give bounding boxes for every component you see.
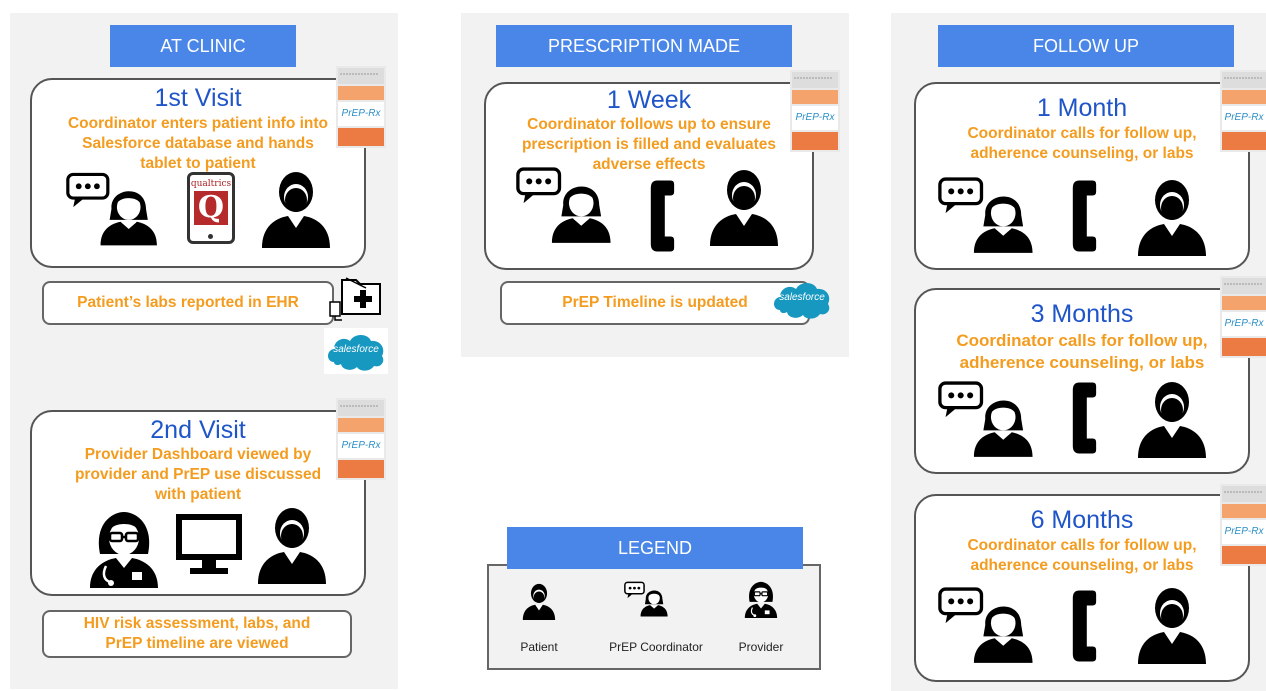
salesforce-cloud-icon [774,283,830,319]
first-visit-card: 1st Visit Coordinator enters patient inf… [30,78,366,268]
patient-icon [704,166,784,246]
coordinator-icon [938,586,1042,664]
prep-rx-label: PrEP-Rx [1224,318,1264,329]
one-month-title: 1 Month [1036,94,1128,122]
prep-rx-badge-month3: PrEP-Rx [1220,276,1266,358]
provider-icon [84,508,164,588]
legend-coordinator-icon [624,580,672,618]
first-visit-text: Coordinator enters patient info into Sal… [67,115,329,172]
prep-rx-bottle-icon [1220,70,1266,152]
one-week-card: 1 Week Coordinator follows up to ensure … [484,82,814,270]
patient-icon [1132,176,1212,256]
salesforce-cloud-icon [328,335,384,371]
prep-rx-bottle-icon [790,70,840,152]
prescription-header: PRESCRIPTION MADE [496,25,792,67]
legend-provider-icon [742,580,780,618]
three-months-card: 3 Months Coordinator calls for follow up… [914,288,1250,474]
second-visit-text: Provider Dashboard viewed by provider an… [74,446,322,503]
coordinator-icon [938,380,1042,458]
coordinator-icon [938,176,1042,254]
prep-rx-badge-visit1: PrEP-Rx [336,66,386,148]
one-week-text: Coordinator follows up to ensure prescri… [521,116,777,173]
prep-rx-badge-visit2: PrEP-Rx [336,398,386,480]
salesforce-logo-prescription: salesforce [770,276,834,322]
qualtrics-label: qualtrics [190,179,232,189]
six-months-card: 6 Months Coordinator calls for follow up… [914,494,1250,682]
legend-patient-label: Patient [520,640,558,654]
one-week-title: 1 Week [606,86,692,114]
prep-rx-badge-month6: PrEP-Rx [1220,484,1266,566]
one-month-card: 1 Month Coordinator calls for follow up,… [914,82,1250,270]
legend-header: LEGEND [507,527,803,569]
legend-coordinator-label: PrEP Coordinator [609,640,703,654]
at-clinic-header: AT CLINIC [110,25,296,67]
prep-rx-label: PrEP-Rx [1224,526,1264,537]
phone-icon [648,178,676,254]
patient-icon [1132,584,1212,664]
patient-icon [256,168,336,248]
coordinator-icon [516,166,620,244]
first-visit-title: 1st Visit [154,84,242,112]
prep-rx-label: PrEP-Rx [341,440,381,451]
prep-rx-label: PrEP-Rx [341,108,381,119]
risk-assessment-note: HIV risk assessment, labs, and PrEP time… [42,610,352,658]
second-visit-title: 2nd Visit [150,416,246,444]
monitor-icon [176,514,242,574]
six-months-text: Coordinator calls for follow up, adheren… [967,537,1197,574]
patient-icon [252,504,332,584]
labs-reported-note: Patient’s labs reported in EHR [42,281,334,325]
prep-rx-badge-month1: PrEP-Rx [1220,70,1266,152]
phone-icon [1070,588,1098,664]
qualtrics-tablet-icon: qualtrics Q [187,172,235,244]
second-visit-card: 2nd Visit Provider Dashboard viewed by p… [30,410,366,596]
one-month-text: Coordinator calls for follow up, adheren… [967,125,1197,162]
tablet-home-dot [208,234,213,239]
salesforce-label: salesforce [333,344,379,355]
prep-rx-badge-week: PrEP-Rx [790,70,840,152]
prep-rx-bottle-icon [336,398,386,480]
prep-rx-label: PrEP-Rx [795,112,835,123]
salesforce-logo-clinic: salesforce [324,328,388,374]
three-months-text: Coordinator calls for follow up, adheren… [956,331,1208,372]
prep-rx-bottle-icon [336,66,386,148]
six-months-title: 6 Months [1030,506,1134,534]
coordinator-icon [66,170,166,248]
qualtrics-letter: Q [194,191,228,225]
prep-rx-bottle-icon [1220,484,1266,566]
three-months-title: 3 Months [1030,300,1134,328]
ehr-folder-icon [329,277,381,321]
prep-rx-bottle-icon [1220,276,1266,358]
legend-provider-label: Provider [738,640,784,654]
salesforce-label: salesforce [779,292,825,303]
prep-rx-label: PrEP-Rx [1224,112,1264,123]
patient-icon [1132,378,1212,458]
phone-icon [1070,380,1098,456]
phone-icon [1070,178,1098,254]
legend-patient-icon [520,582,558,620]
follow-up-header: FOLLOW UP [938,25,1234,67]
timeline-updated-note: PrEP Timeline is updated [500,281,810,325]
